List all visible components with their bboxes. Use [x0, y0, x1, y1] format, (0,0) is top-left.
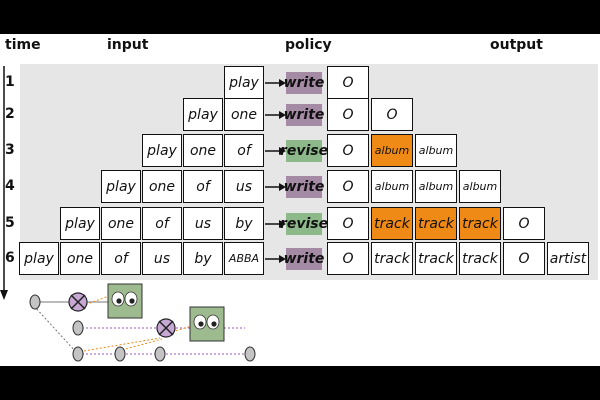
input-token: us: [142, 242, 182, 275]
output-token: O: [327, 66, 369, 99]
input-token: of: [224, 134, 264, 167]
input-token: play: [19, 242, 59, 275]
input-token: play: [224, 66, 264, 99]
eyes-icon: [189, 306, 225, 342]
time-step-label: 1: [5, 74, 15, 90]
cross-circle-icon: [156, 318, 176, 338]
input-token: of: [101, 242, 141, 275]
output-token: O: [327, 134, 369, 167]
input-token: ABBA: [224, 242, 264, 275]
output-token: track: [415, 207, 457, 240]
input-token: play: [142, 134, 182, 167]
arrow-right-icon: [265, 183, 286, 191]
arrow-right-icon: [265, 147, 286, 155]
output-token: track: [371, 242, 413, 275]
output-token: track: [459, 242, 501, 275]
input-token: one: [142, 170, 182, 203]
output-token: O: [327, 207, 369, 240]
output-token: track: [415, 242, 457, 275]
input-token: of: [142, 207, 182, 240]
output-header: output: [490, 37, 543, 53]
output-token: O: [327, 170, 369, 203]
output-token: album: [415, 170, 457, 203]
input-token: of: [183, 170, 223, 203]
policy-header: policy: [285, 37, 332, 53]
write-policy-label: write: [284, 248, 324, 270]
cross-circle-icon: [68, 292, 88, 312]
input-token: one: [60, 242, 100, 275]
output-token: album: [459, 170, 501, 203]
input-token: us: [224, 170, 264, 203]
input-token: play: [60, 207, 100, 240]
output-token: artist: [547, 242, 589, 275]
output-token: track: [371, 207, 413, 240]
write-policy-label: write: [284, 176, 324, 198]
time-step-label: 5: [5, 215, 15, 231]
output-token: O: [327, 98, 369, 131]
arrow-right-icon: [265, 79, 286, 87]
time-step-label: 2: [5, 106, 15, 122]
arrow-right-icon: [265, 111, 286, 119]
input-token: by: [183, 242, 223, 275]
arrow-right-icon: [265, 220, 286, 228]
write-policy-label: write: [284, 72, 324, 94]
arrow-right-icon: [265, 255, 286, 263]
output-token: O: [327, 242, 369, 275]
output-token: album: [415, 134, 457, 167]
input-token: by: [224, 207, 264, 240]
time-step-label: 4: [5, 178, 15, 194]
eyes-icon: [107, 283, 143, 319]
input-token: us: [183, 207, 223, 240]
input-token: one: [224, 98, 264, 131]
input-token: one: [101, 207, 141, 240]
write-policy-label: write: [284, 104, 324, 126]
input-token: play: [183, 98, 223, 131]
revise-policy-label: revise: [280, 140, 328, 162]
input-token: one: [183, 134, 223, 167]
output-token: O: [503, 242, 545, 275]
time-step-label: 6: [5, 250, 15, 266]
output-token: album: [371, 170, 413, 203]
output-token: album: [371, 134, 413, 167]
output-token: O: [371, 98, 413, 131]
revise-policy-label: revise: [280, 213, 328, 235]
time-header: time: [5, 37, 41, 53]
time-step-label: 3: [5, 142, 15, 158]
input-token: play: [101, 170, 141, 203]
policy-paths-illustration: [29, 283, 256, 362]
input-header: input: [107, 37, 149, 53]
time-arrow: [0, 66, 8, 300]
output-token: O: [503, 207, 545, 240]
output-token: track: [459, 207, 501, 240]
